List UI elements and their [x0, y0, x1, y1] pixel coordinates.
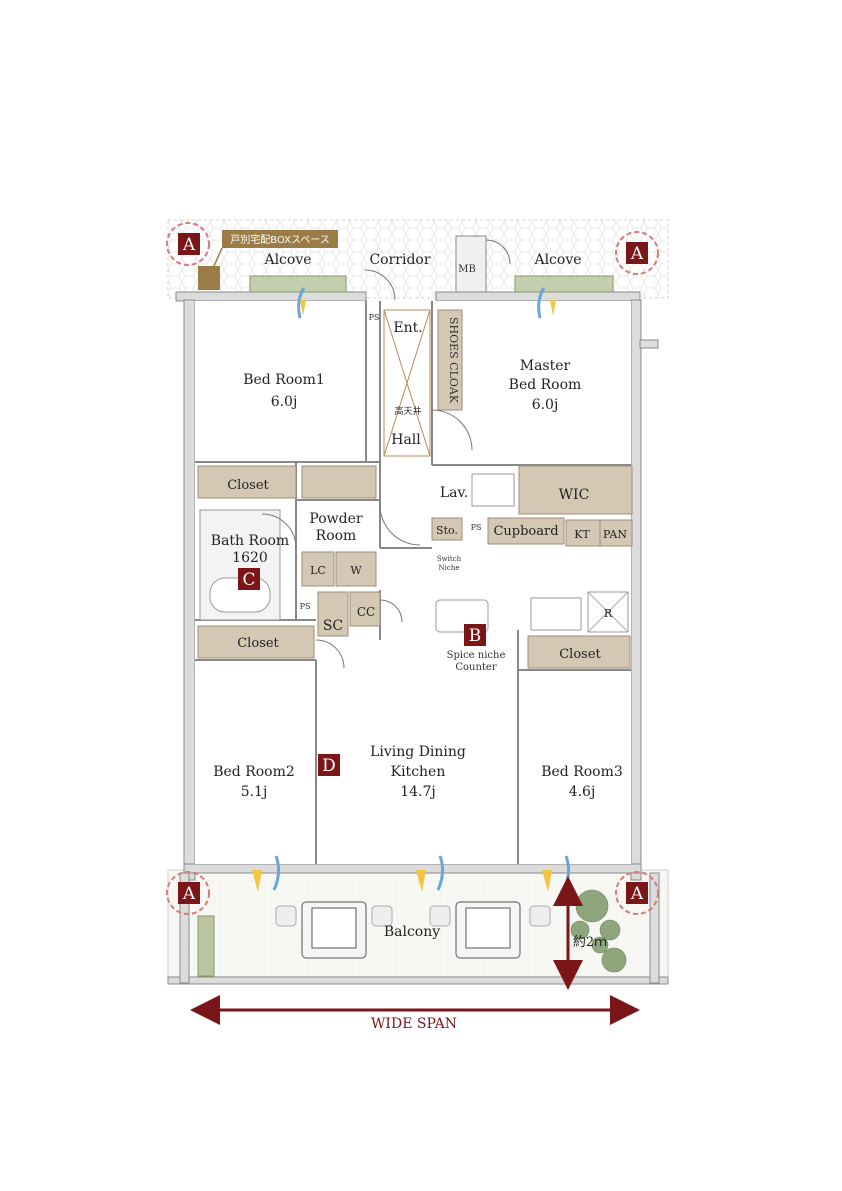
balcony-label: Balcony	[384, 924, 440, 940]
hall-label: Hall	[391, 432, 421, 448]
closet3-label: Closet	[559, 647, 601, 662]
bed-room3-size: 4.6j	[569, 784, 596, 800]
ldk-line2: Kitchen	[391, 764, 446, 780]
entrance-label: Ent.	[393, 320, 422, 336]
airflow-decorations	[252, 287, 571, 892]
powder-line1: Powder	[309, 511, 363, 527]
spice-line2: Counter	[455, 662, 496, 673]
depth-label: 約2ｍ	[573, 935, 607, 950]
wic-label: WIC	[559, 487, 590, 503]
pan-label: PAN	[603, 528, 627, 541]
powder-line2: Room	[316, 528, 357, 544]
master-size: 6.0j	[532, 397, 559, 413]
alcove-left-label: Alcove	[263, 252, 311, 268]
lav-label: Lav.	[440, 485, 468, 501]
badge-a-top-left: A	[166, 222, 210, 266]
master-name-line1: Master	[520, 358, 571, 374]
badge-a-bottom-left: A	[166, 871, 210, 915]
corridor-label: Corridor	[369, 252, 430, 268]
box-space-label: 戸別宅配BOXスペース	[230, 233, 330, 246]
svg-text:C: C	[242, 570, 255, 590]
closet2-label: Closet	[237, 636, 279, 651]
cupboard-label: Cupboard	[493, 524, 558, 539]
high-ceiling-label: 高天井	[394, 405, 421, 417]
ps-label-bath: PS	[300, 602, 311, 611]
bath-line2: 1620	[232, 550, 268, 566]
switch-line1: Switch	[437, 555, 462, 563]
badge-d: D	[318, 754, 340, 776]
badge-c: C	[238, 568, 260, 590]
bed-room1-name: Bed Room1	[243, 372, 325, 388]
box-space-tag	[222, 230, 338, 248]
kt-label: KT	[574, 528, 590, 541]
master-name-line2: Bed Room	[509, 377, 582, 393]
cc-label: CC	[357, 605, 375, 619]
svg-text:A: A	[182, 235, 196, 255]
spice-line1: Spice niche	[447, 650, 506, 661]
bath-line1: Bath Room	[211, 533, 289, 549]
ldk-size: 14.7j	[400, 784, 436, 800]
svg-text:A: A	[182, 884, 196, 904]
sto-label: Sto.	[436, 524, 458, 537]
bed-room1-size: 6.0j	[271, 394, 298, 410]
lc-label: LC	[310, 564, 326, 577]
badge-b: B	[464, 624, 486, 646]
svg-text:A: A	[630, 244, 644, 264]
door-swings	[261, 239, 511, 669]
alcove-right-label: Alcove	[533, 252, 581, 268]
svg-text:D: D	[322, 756, 336, 776]
svg-text:B: B	[469, 626, 482, 646]
mb-label: MB	[458, 264, 476, 275]
sc-label: SC	[323, 618, 343, 634]
bed-room2-size: 5.1j	[241, 784, 268, 800]
bed-room3-name: Bed Room3	[541, 764, 623, 780]
switch-line2: Niche	[439, 564, 460, 572]
ldk-line1: Living Dining	[370, 744, 466, 760]
shoes-cloak-label: SHOES CLOAK	[447, 317, 460, 404]
ps-label-entrance: PS	[369, 313, 380, 322]
bed-room2-name: Bed Room2	[213, 764, 295, 780]
w-label: W	[350, 564, 362, 577]
ps-label-kitchen: PS	[471, 523, 482, 532]
fixtures	[197, 235, 633, 977]
svg-text:A: A	[630, 884, 644, 904]
r-label: R	[604, 607, 613, 620]
wide-span-label: WIDE SPAN	[371, 1016, 457, 1032]
hall-void	[383, 309, 431, 457]
badge-a-bottom-right: A	[615, 871, 659, 915]
closet1-label: Closet	[227, 478, 269, 493]
badge-a-top-right: A	[615, 231, 659, 275]
